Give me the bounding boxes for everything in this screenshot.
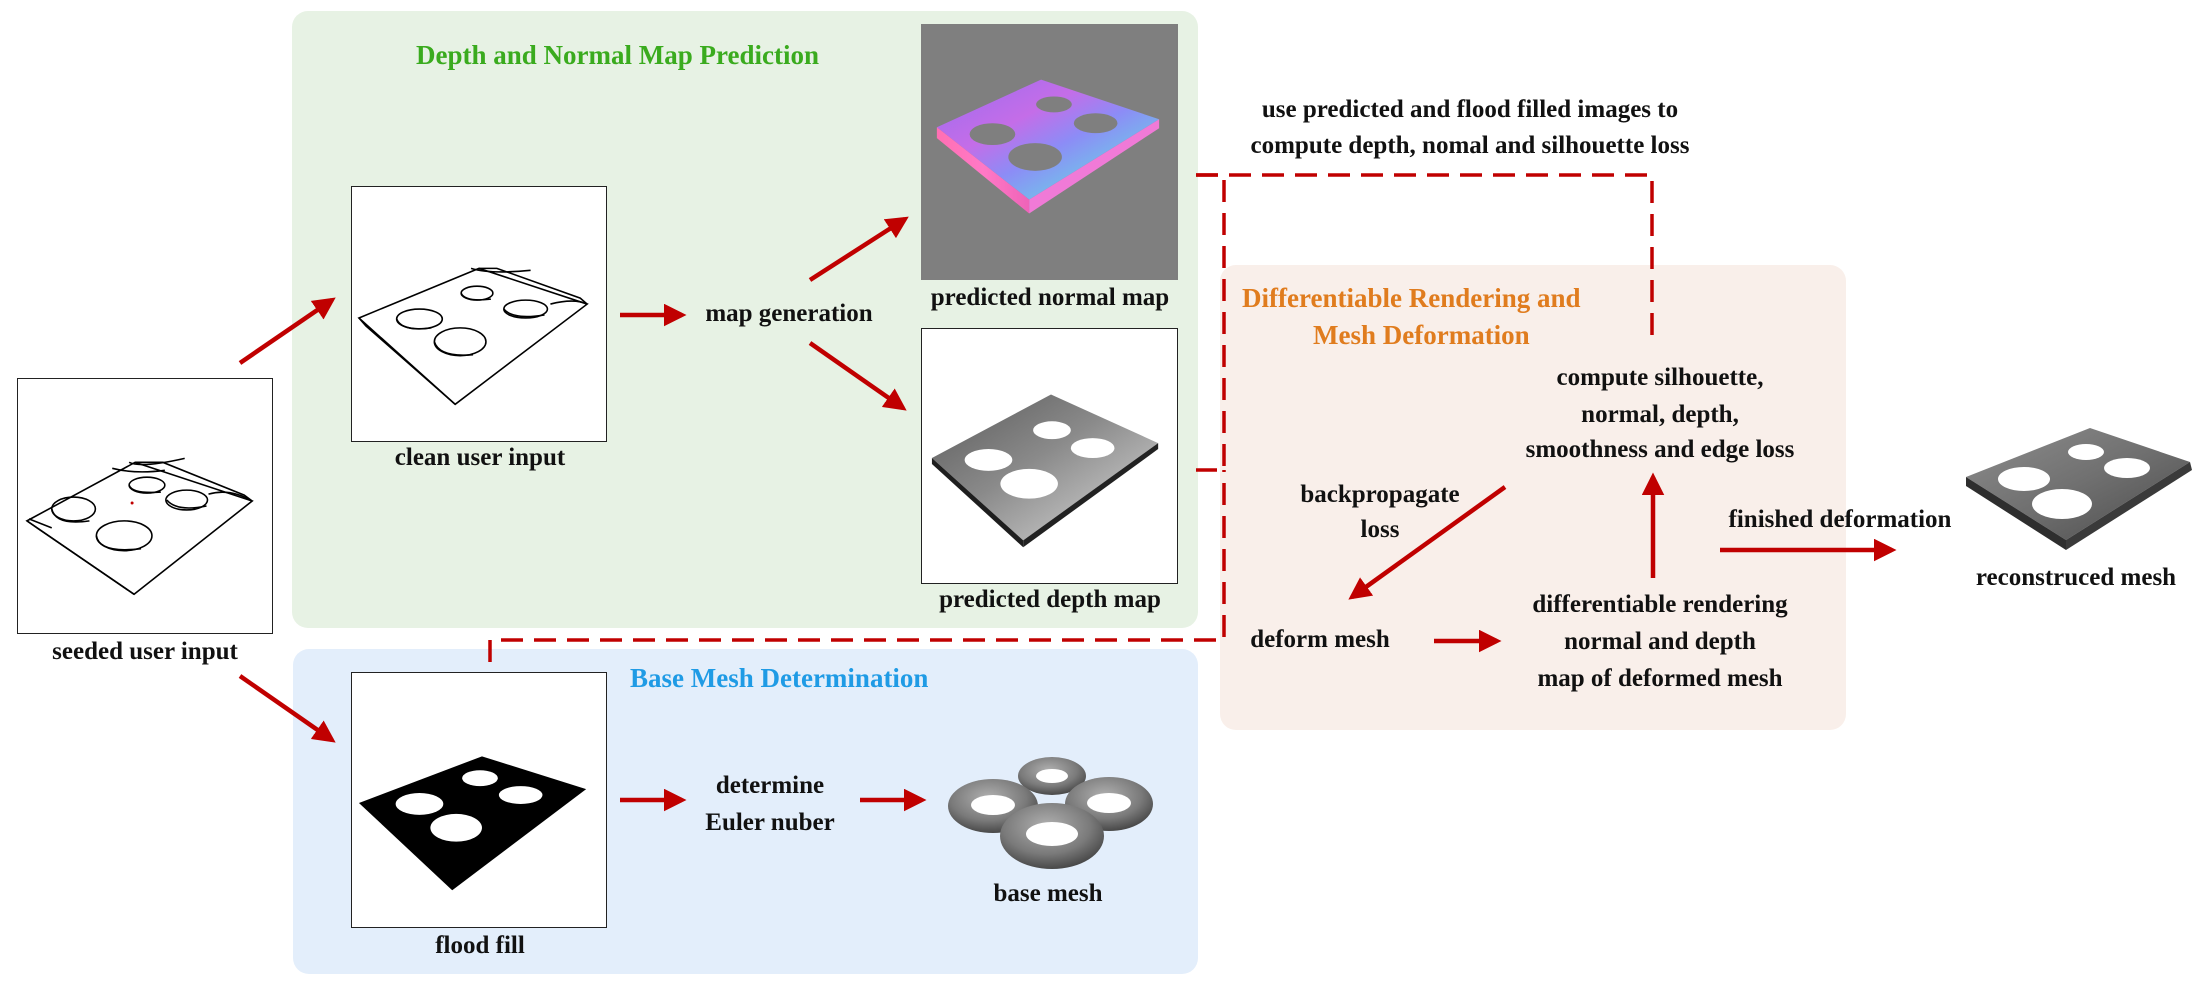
diffrender-line1: differentiable rendering [1532,591,1788,618]
diff-render-panel [1220,265,1846,730]
reconstructed-mesh-image [1960,422,2195,562]
deform-mesh-label: deform mesh [1250,626,1390,653]
base-mesh-image [945,752,1155,878]
diffrender-line3: map of deformed mesh [1537,665,1783,692]
loss-note-line1: use predicted and flood filled images to [1261,96,1679,123]
seeded-input-label: seeded user input [52,638,238,665]
map-generation-label: map generation [705,300,873,327]
depth-map-label: predicted depth map [939,586,1161,613]
reconstructed-mesh-label: reconstruced mesh [1975,564,2177,591]
seeded-input-image [17,378,273,634]
clean-input-image [351,186,607,442]
diff-render-title-line2: Mesh Deformation [1313,320,1530,350]
determine-line2: Euler nuber [705,809,835,836]
diffrender-line2: normal and depth [1564,628,1756,655]
normal-map-label: predicted normal map [930,284,1170,311]
determine-line1: determine [715,772,825,799]
finished-deformation-label: finished deformation [1728,506,1952,533]
compute-line2: normal, depth, [1581,401,1739,428]
flood-fill-label: flood fill [435,932,525,959]
diff-render-title-line1: Differentiable Rendering and [1242,283,1581,313]
normal-map-image [921,24,1178,280]
flood-fill-image [351,672,607,928]
compute-line3: smoothness and edge loss [1525,436,1795,463]
depth-map-image [921,328,1178,584]
loss-note-line2: compute depth, nomal and silhouette loss [1250,132,1690,159]
clean-input-label: clean user input [394,444,566,471]
base-mesh-title: Base Mesh Determination [630,663,929,693]
depth-normal-title: Depth and Normal Map Prediction [416,40,819,70]
backprop-line2: loss [1360,516,1400,543]
compute-line1: compute silhouette, [1556,364,1764,391]
backprop-line1: backpropagate [1300,481,1460,508]
base-mesh-label: base mesh [993,880,1103,907]
